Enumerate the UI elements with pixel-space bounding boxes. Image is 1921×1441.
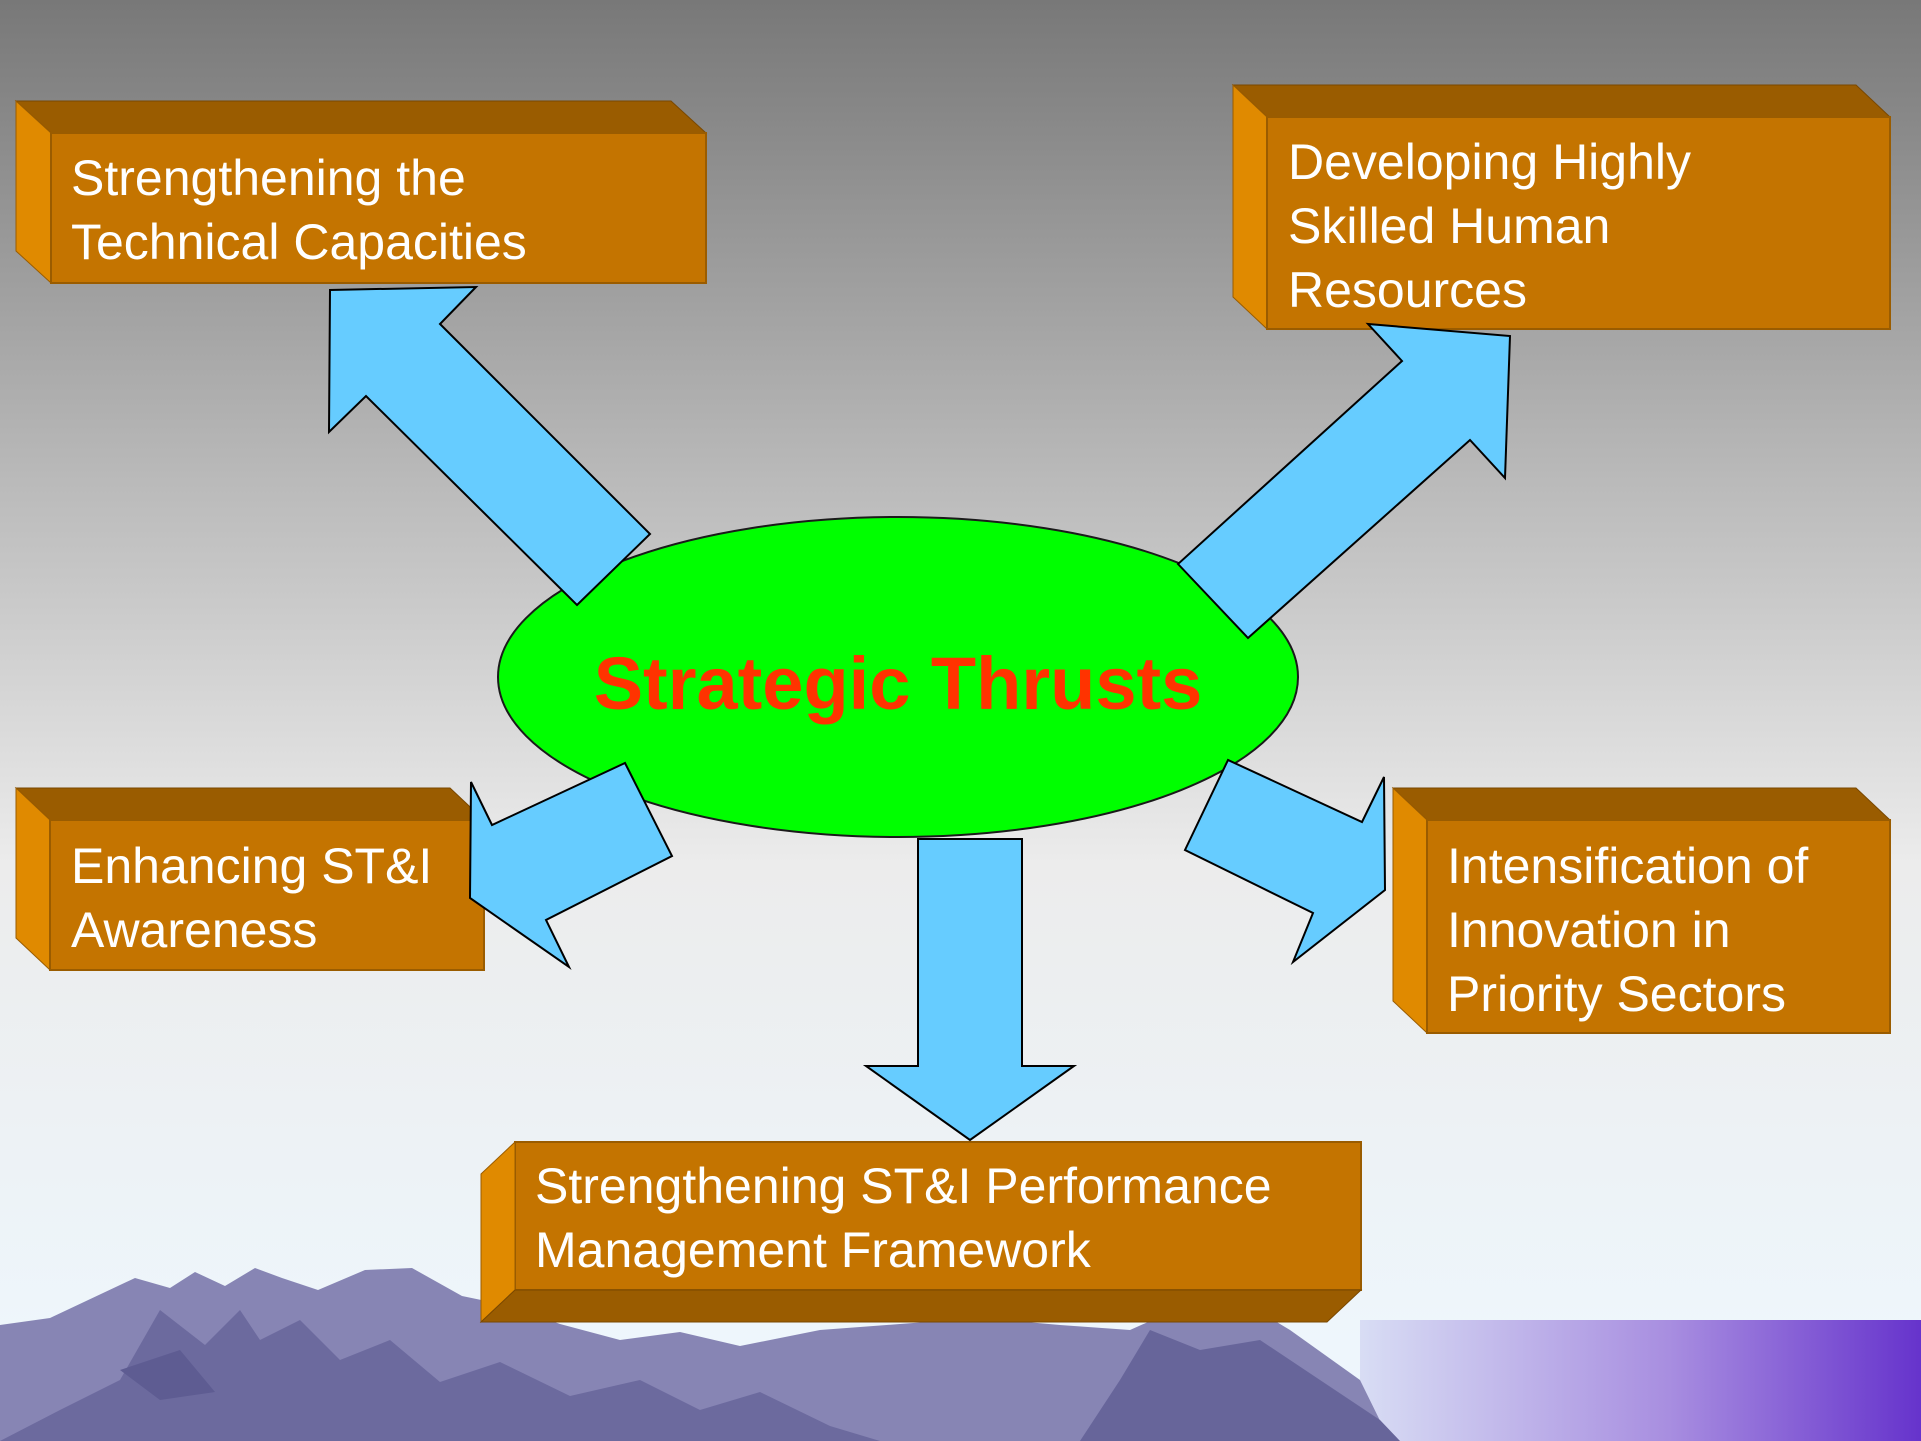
thrust-label-innovation: Intensification of Innovation in Priorit… bbox=[1447, 834, 1808, 1026]
arrow-to-human bbox=[1176, 322, 1512, 640]
center-label: Strategic Thrusts bbox=[593, 642, 1203, 725]
thrust-label-line: Enhancing ST&I bbox=[71, 838, 433, 894]
arrow-to-performance bbox=[862, 838, 1078, 1142]
thrust-label-line: Strengthening ST&I Performance bbox=[535, 1158, 1272, 1214]
arrow-to-innovation bbox=[1183, 758, 1387, 966]
thrust-label-line: Management Framework bbox=[535, 1222, 1091, 1278]
thrust-label-line: Strengthening the bbox=[71, 150, 466, 206]
thrust-box-awareness bbox=[14, 786, 486, 972]
thrust-label-awareness: Enhancing ST&I Awareness bbox=[71, 834, 432, 962]
thrust-label-line: Innovation in bbox=[1447, 902, 1731, 958]
thrust-label-technical: Strengthening the Technical Capacities bbox=[71, 146, 527, 274]
thrust-label-line: Resources bbox=[1288, 262, 1527, 318]
thrust-box-performance bbox=[479, 1140, 1363, 1324]
thrust-box-innovation bbox=[1391, 786, 1892, 1035]
thrust-label-human: Developing Highly Skilled Human Resource… bbox=[1288, 130, 1691, 322]
arrow-to-technical bbox=[327, 285, 652, 607]
thrust-box-human bbox=[1231, 83, 1892, 331]
center-ellipse bbox=[497, 516, 1299, 838]
thrust-box-technical bbox=[14, 99, 708, 285]
thrust-label-line: Technical Capacities bbox=[71, 214, 527, 270]
mountain-decoration bbox=[0, 1268, 1921, 1441]
thrust-label-performance: Strengthening ST&I Performance Managemen… bbox=[535, 1154, 1272, 1282]
thrust-label-line: Skilled Human bbox=[1288, 198, 1611, 254]
thrust-label-line: Intensification of bbox=[1447, 838, 1809, 894]
thrust-label-line: Developing Highly bbox=[1288, 134, 1692, 190]
arrow-to-awareness bbox=[468, 761, 674, 971]
thrust-label-line: Priority Sectors bbox=[1447, 966, 1786, 1022]
thrust-label-line: Awareness bbox=[71, 902, 318, 958]
